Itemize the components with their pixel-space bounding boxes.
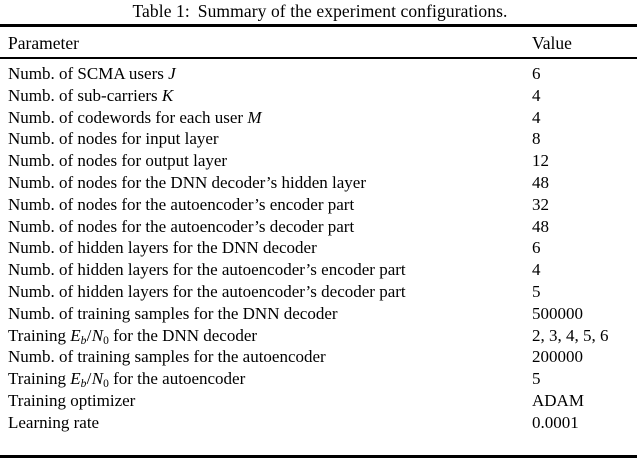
row-parameter-cell: Numb. of SCMA users J <box>8 63 176 85</box>
table-row: Numb. of nodes for input layer 8 <box>0 128 637 150</box>
row-parameter-cell: Numb. of nodes for the DNN decoder’s hid… <box>8 172 366 194</box>
table-row: Numb. of hidden layers for the autoencod… <box>0 259 637 281</box>
row-parameter-text: Numb. of nodes for input layer <box>8 129 219 149</box>
math-symbol: M <box>247 107 262 127</box>
row-value-cell: 32 <box>532 194 549 214</box>
table-row: Numb. of SCMA users J 6 <box>0 63 637 85</box>
row-parameter-cell: Numb. of nodes for the autoencoder’s dec… <box>8 216 354 238</box>
row-parameter-cell: Numb. of training samples for the autoen… <box>8 346 326 368</box>
table-caption: Table 1: Summary of the experiment config… <box>0 0 640 22</box>
table-row: Numb. of nodes for the autoencoder’s enc… <box>0 194 637 216</box>
row-parameter-cell: Numb. of hidden layers for the autoencod… <box>8 281 406 303</box>
table-row: Numb. of hidden layers for the autoencod… <box>0 281 637 303</box>
table-row: Training optimizer ADAM <box>0 390 637 412</box>
table-header-row: Parameter Value <box>0 31 637 55</box>
row-parameter-cell: Numb. of training samples for the DNN de… <box>8 303 338 325</box>
row-parameter-text: Numb. of SCMA users <box>8 64 164 83</box>
table-row: Numb. of nodes for the DNN decoder’s hid… <box>0 172 637 194</box>
table-row: Numb. of training samples for the autoen… <box>0 346 637 368</box>
table-bottom-rule <box>0 455 637 458</box>
row-parameter-cell: Training optimizer <box>8 390 135 412</box>
row-value-cell: 48 <box>532 216 549 236</box>
math-symbol-ebn0: Eb/N0 <box>70 369 109 391</box>
row-parameter-text: Numb. of hidden layers for the DNN decod… <box>8 238 317 258</box>
table-row: Training Eb/N0 for the DNN decoder 2, 3, … <box>0 325 637 347</box>
row-parameter-text: Numb. of codewords for each user <box>8 107 244 127</box>
row-value-cell: 6 <box>532 64 541 83</box>
row-parameter-cell: Numb. of hidden layers for the DNN decod… <box>8 237 317 259</box>
row-parameter-text: Numb. of hidden layers for the autoencod… <box>8 260 406 280</box>
row-parameter-cell: Training Eb/N0 for the DNN decoder <box>8 325 257 353</box>
math-symbol-ebn0: Eb/N0 <box>70 325 109 347</box>
row-parameter-cell: Learning rate <box>8 412 99 434</box>
row-value-cell: 500000 <box>532 303 583 323</box>
caption-label: Table 1: <box>132 1 190 21</box>
row-value-cell: 5 <box>532 281 541 301</box>
row-parameter-cell: Numb. of nodes for output layer <box>8 150 227 172</box>
row-value-cell: 6 <box>532 238 541 258</box>
column-header-parameter: Parameter <box>8 33 79 53</box>
row-parameter-cell: Numb. of sub-carriers K <box>8 85 173 107</box>
row-parameter-text: Numb. of nodes for the autoencoder’s enc… <box>8 194 355 214</box>
row-parameter-suffix: for the autoencoder <box>113 369 246 389</box>
table-row: Numb. of sub-carriers K 4 <box>0 85 637 107</box>
row-parameter-text: Numb. of nodes for the autoencoder’s dec… <box>8 216 355 236</box>
row-value-cell: 0.0001 <box>532 412 579 432</box>
table-row: Numb. of nodes for the autoencoder’s dec… <box>0 216 637 238</box>
row-parameter-cell: Numb. of codewords for each user M <box>8 107 262 129</box>
row-parameter-cell: Numb. of nodes for input layer <box>8 128 219 150</box>
row-value-cell: 200000 <box>532 347 583 367</box>
table-row: Learning rate 0.0001 <box>0 412 637 434</box>
caption-text: Summary of the experiment configurations… <box>197 1 508 21</box>
row-value-cell: 4 <box>532 107 541 127</box>
row-value-cell: 5 <box>532 369 541 389</box>
row-value-cell: 8 <box>532 129 541 149</box>
table-top-rule <box>0 24 637 27</box>
row-parameter-text: Numb. of sub-carriers <box>8 85 158 105</box>
table-row: Numb. of codewords for each user M 4 <box>0 107 637 129</box>
row-parameter-text: Training <box>8 369 66 389</box>
row-parameter-text: Numb. of nodes for output layer <box>8 151 228 171</box>
row-value-cell: 48 <box>532 172 549 192</box>
table-row: Numb. of training samples for the DNN de… <box>0 303 637 325</box>
row-parameter-text: Numb. of training samples for the autoen… <box>8 347 326 367</box>
row-value-cell: 2, 3, 4, 5, 6 <box>532 325 609 345</box>
row-parameter-text: Numb. of training samples for the DNN de… <box>8 303 338 323</box>
row-parameter-cell: Training Eb/N0 for the autoencoder <box>8 368 245 396</box>
math-symbol: J <box>168 64 176 83</box>
row-parameter-cell: Numb. of nodes for the autoencoder’s enc… <box>8 194 354 216</box>
row-value-cell: 4 <box>532 260 541 280</box>
table-header-rule <box>0 57 637 59</box>
row-value-cell: 12 <box>532 151 549 171</box>
row-parameter-cell: Numb. of hidden layers for the autoencod… <box>8 259 406 281</box>
row-parameter-text: Numb. of nodes for the DNN decoder’s hid… <box>8 172 367 192</box>
row-parameter-suffix: for the DNN decoder <box>113 325 258 345</box>
table-row: Training Eb/N0 for the autoencoder 5 <box>0 368 637 390</box>
row-value-cell: ADAM <box>532 390 584 410</box>
row-parameter-text: Learning rate <box>8 412 100 432</box>
column-header-value: Value <box>532 33 572 53</box>
table-row: Numb. of nodes for output layer 12 <box>0 150 637 172</box>
math-symbol: K <box>161 85 174 105</box>
row-parameter-text: Training <box>8 325 66 345</box>
row-parameter-text: Training optimizer <box>8 390 136 410</box>
table-row: Numb. of hidden layers for the DNN decod… <box>0 237 637 259</box>
row-parameter-text: Numb. of hidden layers for the autoencod… <box>8 281 406 301</box>
row-value-cell: 4 <box>532 85 541 105</box>
